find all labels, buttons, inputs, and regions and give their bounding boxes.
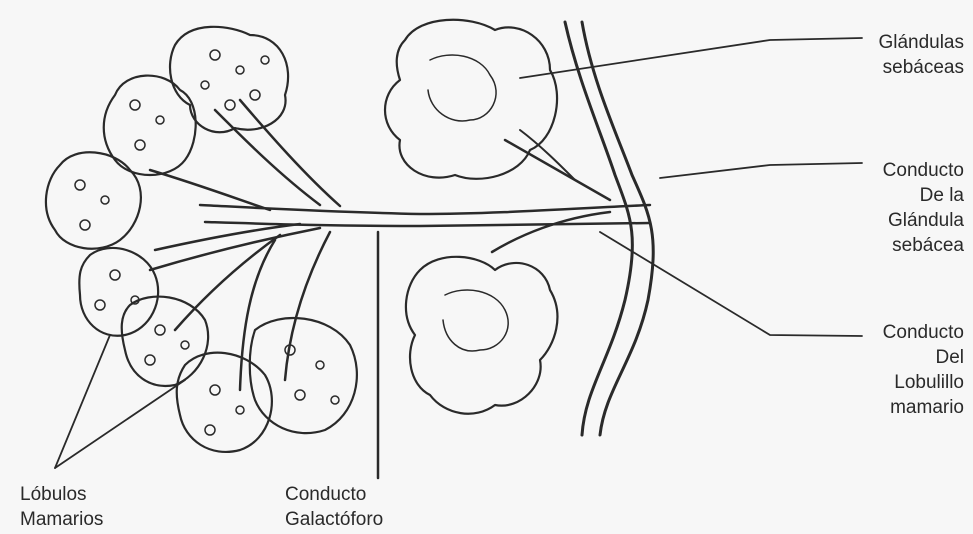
label-conducto-glandula: Conducto De la Glándula sebácea	[883, 158, 964, 258]
sebaceous-duct-upper	[505, 140, 610, 200]
branch-duct-1b	[240, 100, 340, 206]
sebaceous-gland-lower	[406, 257, 557, 414]
label-lobulos-mamarios: Lóbulos Mamarios	[20, 482, 103, 532]
leader-conducto-glandula	[660, 163, 862, 178]
leader-lobulos-b	[55, 380, 185, 468]
label-conducto-lobulillo: Conducto Del Lobulillo mamario	[883, 320, 964, 420]
branch-duct-6	[285, 232, 330, 380]
branch-duct-2	[150, 170, 270, 210]
label-conducto-galactoforo: Conducto Galactóforo	[285, 482, 383, 532]
skin-inner-wall	[582, 22, 653, 435]
branch-duct-1	[215, 110, 320, 205]
leader-conducto-lobulillo	[600, 232, 862, 336]
main-duct-lower	[205, 222, 650, 226]
label-glandulas-sebaceas: Glándulas sebáceas	[878, 30, 964, 80]
leader-lobulos-a	[55, 335, 110, 468]
sebaceous-duct-lower	[492, 212, 610, 252]
